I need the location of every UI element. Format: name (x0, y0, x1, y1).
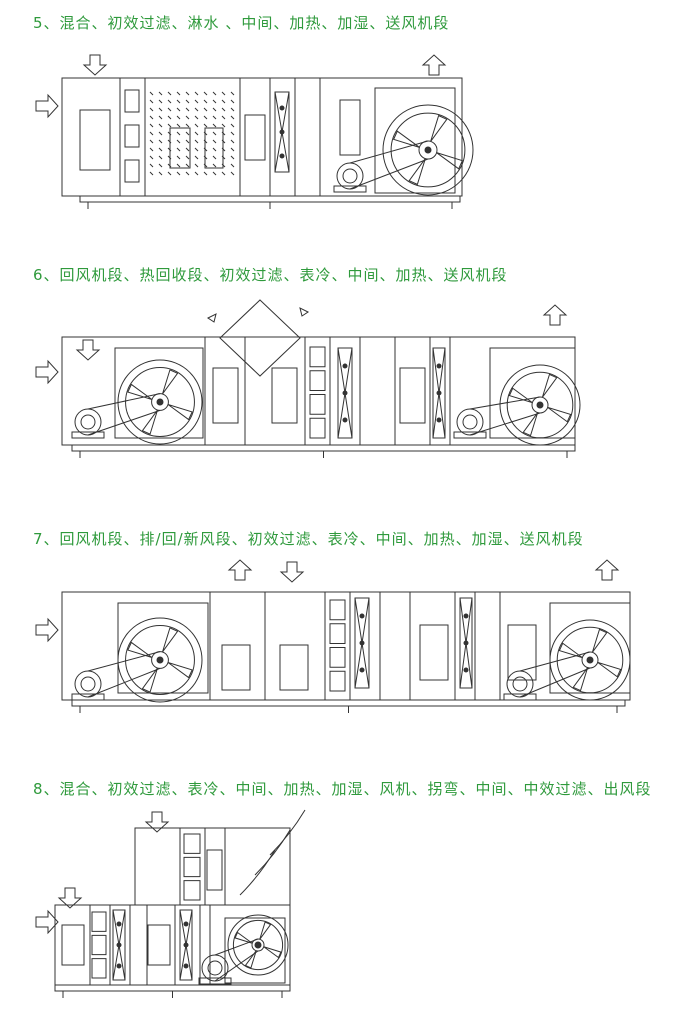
access-door (213, 368, 238, 423)
inlet-arrow-icon (36, 911, 58, 933)
unit-5 (36, 55, 473, 209)
outlet-arrow-icon (596, 560, 618, 580)
access-door (340, 100, 360, 155)
access-door (148, 925, 170, 965)
fan-section (454, 348, 580, 445)
coil-icon (338, 348, 352, 438)
fan-housing (490, 348, 575, 438)
access-door (508, 625, 536, 680)
fan-housing (118, 603, 208, 693)
fan-housing (375, 88, 455, 193)
config-6-title: 6、回风机段、热回收段、初效过滤、表冷、中间、加热、送风机段 (33, 266, 508, 284)
coil-icon (355, 598, 369, 688)
motor-icon (504, 652, 590, 700)
outlet-arrow-icon (229, 560, 251, 580)
fan-section (72, 603, 208, 702)
unit-base (72, 700, 625, 706)
coil-icon (113, 910, 125, 980)
inlet-arrow-icon (36, 361, 58, 383)
motor-icon (72, 394, 160, 438)
heat-recovery-wheel (220, 300, 300, 376)
unit-base (72, 445, 575, 451)
access-door (420, 625, 448, 680)
motor-icon (199, 939, 258, 984)
inlet-arrow-icon (146, 812, 168, 832)
access-door (280, 645, 308, 690)
inlet-arrow-icon (36, 619, 58, 641)
config-8-title: 8、混合、初效过滤、表冷、中间、加热、加湿、风机、拐弯、中间、中效过滤、出风段 (33, 780, 652, 798)
filter-icon (184, 834, 200, 900)
fan-icon (118, 360, 202, 444)
motor-icon (72, 652, 160, 700)
coil-icon (460, 598, 472, 688)
access-door (207, 850, 222, 890)
access-door (62, 925, 84, 965)
turning-vane (240, 850, 275, 895)
fan-housing (115, 348, 203, 438)
fan-section (504, 603, 630, 700)
access-door (222, 645, 250, 690)
fan-section (199, 915, 288, 984)
inlet-arrow-icon (36, 95, 58, 117)
filter-icon (92, 912, 106, 978)
unit-7 (36, 560, 630, 713)
filter-icon (310, 347, 325, 438)
inlet-arrow-icon (84, 55, 106, 75)
unit-8 (36, 810, 305, 998)
inlet-arrow-icon (59, 888, 81, 908)
unit-casing (62, 78, 462, 196)
fan-section (72, 348, 203, 444)
fan-icon (550, 620, 630, 700)
airflow-arrow-icon (208, 308, 308, 322)
outlet-arrow-icon (544, 305, 566, 325)
access-door (245, 115, 265, 160)
fan-housing (225, 918, 285, 983)
motor-icon (454, 397, 540, 438)
config-7-title: 7、回风机段、排/回/新风段、初效过滤、表冷、中间、加热、加湿、送风机段 (33, 530, 584, 548)
fan-section (334, 88, 473, 195)
access-door (80, 110, 110, 170)
motor-icon (334, 141, 428, 192)
coil-icon (275, 92, 289, 172)
access-door (170, 128, 190, 168)
filter-icon (330, 600, 345, 691)
coil-icon (180, 910, 192, 980)
turning-vane (270, 810, 305, 855)
unit-6 (36, 300, 580, 458)
turning-vane (255, 830, 290, 875)
inlet-arrow-icon (281, 562, 303, 582)
config-5-title: 5、混合、初效过滤、淋水 、中间、加热、加湿、送风机段 (33, 14, 450, 32)
unit-casing-upper (135, 828, 290, 905)
unit-casing (62, 592, 630, 700)
unit-base (80, 196, 460, 202)
access-door (272, 368, 297, 423)
fan-icon (500, 365, 580, 445)
outlet-arrow-icon (423, 55, 445, 75)
unit-base (55, 985, 290, 991)
coil-icon (433, 348, 445, 438)
access-door (400, 368, 425, 423)
inlet-arrow-icon (77, 340, 99, 360)
